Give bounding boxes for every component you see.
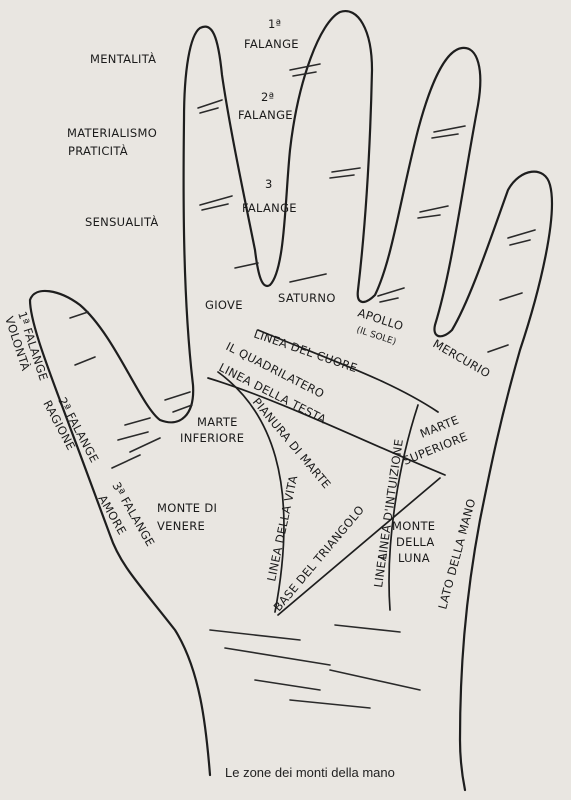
- falange-2: FALANGE: [238, 108, 293, 122]
- falange-2-num: 2ª: [261, 90, 274, 104]
- falange-3-num: 3: [265, 177, 273, 191]
- label-monte-luna-3: LUNA: [398, 551, 430, 565]
- label-mentalita: MENTALITÀ: [90, 51, 156, 66]
- label-praticita: PRATICITÀ: [68, 143, 128, 158]
- line-of-intuition: [388, 404, 419, 611]
- line-of-life: [217, 371, 285, 613]
- label-monte-venere-1: MONTE DI: [157, 501, 217, 515]
- label-materialismo: MATERIALISMO: [67, 126, 157, 140]
- label-giove: GIOVE: [205, 298, 243, 312]
- line-of-heart: [257, 329, 439, 413]
- label-mercurio: MERCURIO: [431, 336, 493, 380]
- falange-1-num: 1ª: [268, 17, 281, 31]
- palm-lines: [207, 329, 446, 616]
- label-saturno: SATURNO: [278, 291, 336, 305]
- hand-outline: [28, 10, 554, 792]
- base-of-triangle: [277, 477, 441, 616]
- falange-1: FALANGE: [244, 37, 299, 51]
- label-monte-luna-2: DELLA: [396, 535, 435, 549]
- label-marte-inferiore-2: INFERIORE: [180, 431, 244, 445]
- label-sensualita: SENSUALITÀ: [85, 214, 159, 229]
- label-monte-venere-2: VENERE: [157, 519, 205, 533]
- label-lato-mano: LATO DELLA MANO: [435, 497, 478, 611]
- finger-creases: [69, 63, 536, 709]
- label-marte-inferiore-1: MARTE: [197, 415, 238, 429]
- label-linea-short: LINEA: [371, 552, 390, 589]
- caption: Le zone dei monti della mano: [225, 765, 395, 780]
- falange-3: FALANGE: [242, 201, 297, 215]
- label-monte-luna-1: MONTE: [392, 519, 435, 533]
